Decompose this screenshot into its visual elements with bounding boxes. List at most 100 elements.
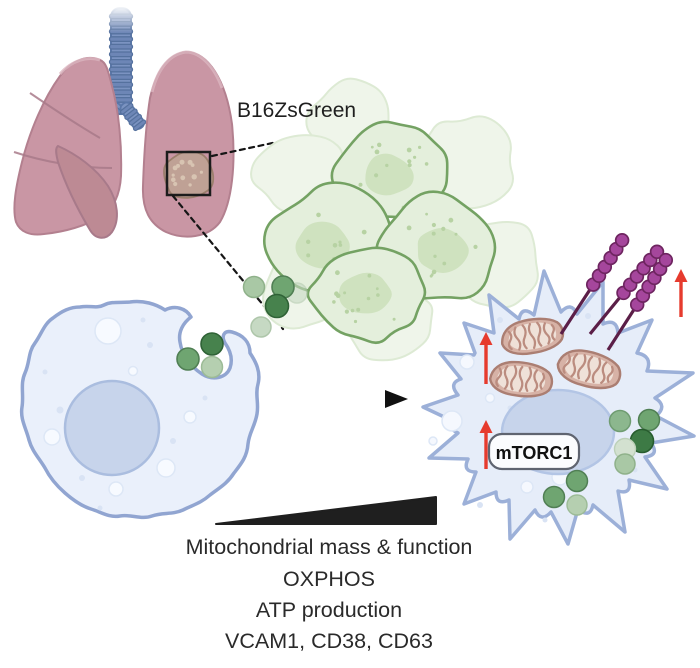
- tumor-cell-nucleus: [338, 272, 392, 314]
- speckle-dot: [406, 147, 412, 153]
- legend-line: Mitochondrial mass & function: [186, 535, 473, 559]
- cartilage-ring: [132, 119, 147, 132]
- tumor-speckles: [171, 159, 203, 187]
- vesicle-group-activated: [542, 408, 661, 516]
- bronchus-right: [119, 101, 147, 132]
- speckle-dot: [433, 254, 437, 258]
- mtorc1-badge: mTORC1: [487, 432, 581, 471]
- vesicle-dot: [565, 469, 589, 493]
- speckle-dot: [332, 243, 338, 248]
- speckle-dot: [344, 309, 349, 314]
- speckle-dot: [187, 159, 193, 165]
- speckle-dot: [199, 170, 203, 174]
- speckle-dot: [361, 229, 367, 235]
- cartilage-ring: [108, 74, 134, 81]
- legend-line: ATP production: [256, 598, 402, 622]
- tumor-cell-nucleus: [417, 227, 469, 273]
- speckle-dot: [454, 232, 458, 236]
- upregulation-arrow-mito: [479, 332, 493, 384]
- vesicle-group-phagocytic-cup: [176, 332, 224, 379]
- chain-bead: [658, 252, 674, 268]
- cartilage-ring: [124, 108, 138, 121]
- speckle-dot: [338, 243, 343, 247]
- transition-arrow: [271, 390, 408, 408]
- cartilage-ring: [119, 102, 134, 115]
- increase-legend: Mitochondrial mass & function OXPHOS ATP…: [186, 535, 473, 653]
- cartilage-ring: [108, 58, 134, 65]
- speckle-dot: [356, 307, 361, 312]
- vesicle-dot: [566, 494, 588, 516]
- surface-protein-chain: [588, 244, 665, 336]
- speckle-dot: [335, 270, 340, 276]
- speckle-dot: [343, 291, 347, 295]
- chain-stem: [606, 307, 637, 351]
- speckle-dot: [173, 181, 178, 187]
- cell-speckles: [332, 270, 396, 324]
- speckle-dot: [191, 174, 197, 180]
- upregulation-arrow-mtorc1: [479, 420, 493, 469]
- vesicle-dot: [608, 409, 632, 433]
- left-lung-fissure-1: [29, 92, 101, 139]
- speckle-dot: [353, 319, 358, 324]
- vesicle-dot: [264, 293, 290, 319]
- speckle-dot: [374, 173, 379, 178]
- chain-stem: [588, 294, 623, 336]
- speckle-dot: [407, 159, 412, 164]
- cytoplasm-dots: [477, 313, 638, 523]
- speckle-dot: [180, 175, 186, 181]
- speckle-dot: [385, 163, 389, 168]
- speckle-dot: [171, 173, 175, 177]
- trachea-fade: [103, 5, 139, 33]
- vesicle-dot: [200, 332, 224, 356]
- cartilage-ring: [108, 66, 134, 73]
- speckle-dot: [448, 217, 454, 223]
- vesicle-dot: [250, 316, 272, 338]
- vesicle-dot: [242, 275, 266, 299]
- cytoplasm-dots: [42, 317, 208, 511]
- surface-protein-chain: [606, 252, 674, 351]
- vesicle-dot: [200, 355, 224, 379]
- mtorc1-label: mTORC1: [496, 443, 573, 463]
- chain-stem: [559, 287, 593, 335]
- speckle-dot: [392, 317, 396, 321]
- tumor-cells-label: B16ZsGreen: [237, 99, 356, 122]
- speckle-dot: [367, 273, 372, 278]
- speckle-dot: [406, 225, 412, 231]
- speckle-dot: [376, 293, 380, 297]
- speckle-dot: [172, 165, 178, 171]
- speckle-dot: [442, 261, 447, 266]
- speckle-dot: [306, 239, 311, 244]
- cartilage-ring: [128, 113, 143, 126]
- cytoplasm-bubbles: [43, 317, 197, 497]
- increase-gradient-triangle: [215, 496, 437, 525]
- speckle-dot: [370, 145, 374, 149]
- speckle-dot: [413, 155, 417, 159]
- legend-line: VCAM1, CD38, CD63: [225, 629, 433, 653]
- left-lung-highlight: [58, 57, 101, 76]
- speckle-dot: [338, 240, 342, 244]
- speckle-dot: [424, 162, 429, 166]
- speckle-dot: [374, 149, 380, 155]
- cartilage-ring: [108, 36, 134, 43]
- vesicle-group-free: [242, 275, 308, 338]
- speckle-dot: [306, 253, 311, 258]
- tumor-cell-nucleus: [365, 153, 414, 196]
- surface-protein-chain: [559, 233, 630, 335]
- cartilage-ring: [108, 43, 134, 50]
- cartilage-ring: [108, 51, 134, 58]
- speckle-dot: [171, 177, 176, 182]
- speckle-dot: [179, 159, 185, 165]
- resting-macrophage: [19, 299, 261, 520]
- tumor-inset-box: [165, 150, 212, 197]
- vesicle-dot: [176, 347, 200, 371]
- speckle-dot: [316, 212, 321, 218]
- speckle-dot: [429, 274, 433, 278]
- speckle-dot: [188, 183, 192, 187]
- speckle-dot: [407, 163, 412, 168]
- cell-speckles: [358, 142, 429, 210]
- speckle-dot: [350, 308, 355, 313]
- tumor-cell-cluster: [250, 77, 539, 362]
- legend-line: OXPHOS: [283, 567, 375, 591]
